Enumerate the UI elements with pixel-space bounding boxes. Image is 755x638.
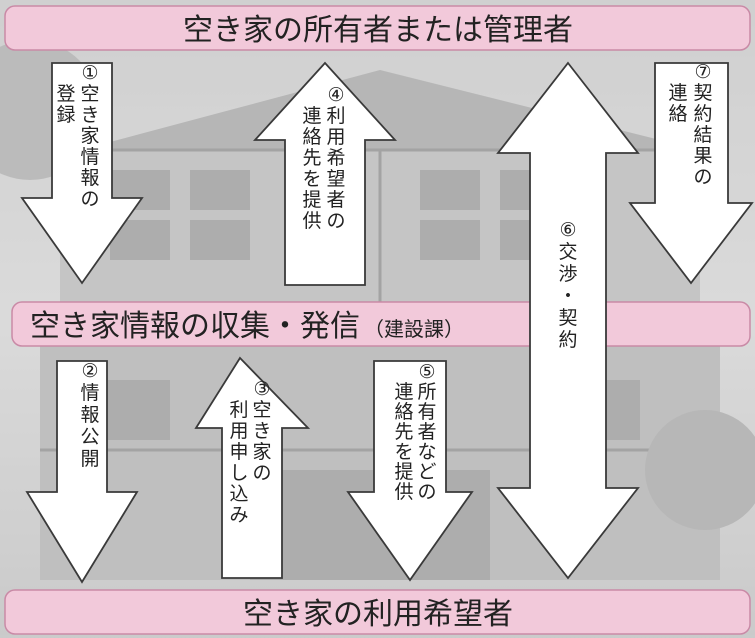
step4-number: ④ [327, 84, 344, 106]
step2-char: 報 [80, 404, 99, 426]
step1-char: 報 [80, 167, 99, 189]
step-labels: ①空き家情報の登録②情報公開③空き家の利用申し込み④利用希望者の連絡先を提供⑤所… [56, 61, 712, 526]
step6-char: 契 [558, 307, 577, 329]
step5-char: 先 [394, 421, 413, 443]
top-band: 空き家の所有者または管理者 [4, 5, 751, 51]
step3-arrow-up [194, 356, 311, 579]
step3-char: み [229, 504, 248, 526]
step5-char: 絡 [394, 401, 413, 423]
step7-char: 果 [693, 145, 712, 167]
step3-char: 用 [229, 420, 248, 442]
middle-band: 空き家情報の収集・発信（建設課） [11, 301, 751, 347]
step3-number: ③ [253, 378, 270, 400]
step4-char: 連 [302, 105, 321, 127]
step7-char: 連 [668, 82, 687, 104]
step7-arrow-down [628, 62, 754, 285]
step5-arrow-down [346, 360, 474, 582]
step5-char: 供 [394, 481, 413, 503]
step5-char: を [394, 441, 413, 463]
step7-char: 契 [693, 82, 712, 104]
step5-char: の [417, 481, 436, 503]
step4-char: 希 [326, 147, 345, 169]
step4-char: 者 [326, 189, 345, 211]
middle-band-label: 空き家情報の収集・発信（建設課） [30, 309, 464, 344]
step3-char: 空 [252, 399, 271, 421]
step4-char: 先 [302, 147, 321, 169]
step4-char: 望 [326, 168, 345, 190]
step3-char: 家 [252, 441, 271, 463]
top-band-label: 空き家の所有者または管理者 [183, 13, 573, 48]
step4-char: 用 [326, 126, 345, 148]
step7-char: の [693, 166, 712, 188]
step1-char: 家 [80, 125, 99, 147]
step2-char: 公 [80, 426, 99, 448]
step4-char: 絡 [302, 126, 321, 148]
step4-char: 利 [326, 105, 345, 127]
step1-char: 空 [80, 83, 99, 105]
step2-char: 情 [80, 382, 99, 404]
step5-char: 有 [417, 401, 436, 423]
step6-char: 交 [558, 241, 577, 263]
middle-band-sub-text: （建設課） [364, 317, 464, 341]
step6-char: ・ [558, 285, 577, 307]
step2-number: ② [81, 360, 98, 382]
step1-char: 録 [56, 104, 75, 126]
step2-char: 開 [80, 448, 99, 470]
step6-number: ⑥ [559, 219, 576, 241]
step5-char: 者 [417, 421, 436, 443]
step2-arrow-down [25, 360, 139, 584]
step3-char: 込 [229, 483, 248, 505]
step5-char: ど [417, 461, 436, 483]
step4-char: 供 [302, 210, 321, 232]
step6-char: 渉 [558, 263, 577, 285]
step7-number: ⑦ [694, 61, 711, 83]
step3-char: 申 [229, 441, 248, 463]
step6-char: 約 [558, 329, 577, 351]
step4-char: の [326, 210, 345, 232]
step7-char: 約 [693, 103, 712, 125]
step4-arrow-up [252, 61, 398, 286]
step3-char: き [252, 420, 271, 442]
step3-char: の [252, 462, 271, 484]
step5-char: 所 [417, 381, 436, 403]
step3-char: 利 [229, 399, 248, 421]
step5-char: な [417, 441, 436, 463]
step7-char: 絡 [668, 103, 687, 125]
bottom-band-label: 空き家の利用希望者 [243, 597, 513, 632]
step1-char: き [80, 104, 99, 126]
bottom-band: 空き家の利用希望者 [4, 589, 751, 635]
step1-number: ① [81, 62, 98, 84]
step1-char: 登 [56, 83, 75, 105]
step4-char: 提 [302, 189, 321, 211]
step5-char: 連 [394, 381, 413, 403]
step6-label: ⑥交渉・契約 [558, 219, 577, 351]
step1-arrow-down [20, 62, 144, 285]
step5-char: 提 [394, 461, 413, 483]
step1-char: の [80, 188, 99, 210]
step4-char: を [302, 168, 321, 190]
step1-char: 情 [80, 146, 99, 168]
step6-arrow-double [496, 61, 640, 580]
step7-char: 結 [693, 124, 712, 146]
step3-char: し [229, 462, 248, 484]
step5-number: ⑤ [418, 361, 435, 383]
middle-band-main-text: 空き家情報の収集・発信 [30, 309, 360, 344]
